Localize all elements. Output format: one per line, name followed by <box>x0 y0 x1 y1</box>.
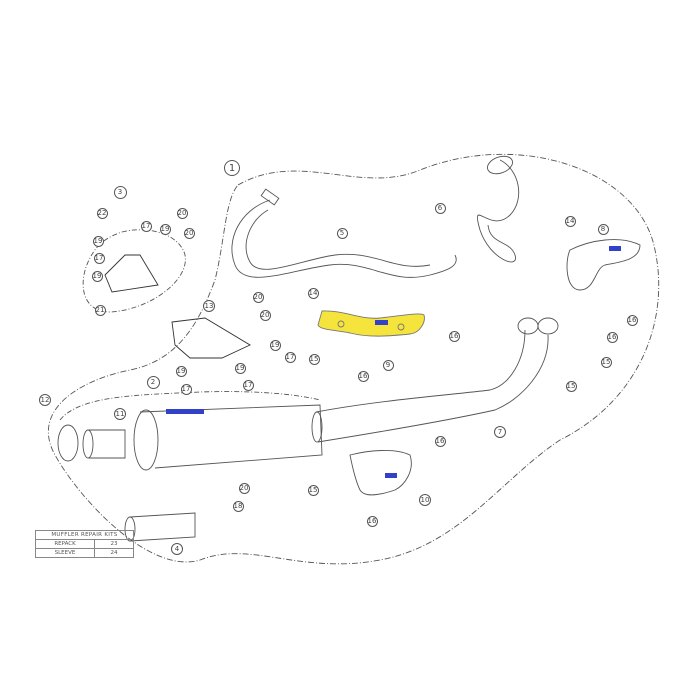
bracket-13 <box>171 317 251 359</box>
kit-code: 23 <box>94 539 134 549</box>
muffler-repair-kits-table: MUFFLER REPAIR KITS REPACK 23 SLEEVE 24 <box>35 530 134 558</box>
part-callout-14: 14 <box>307 287 319 299</box>
table-row: SLEEVE 24 <box>35 548 134 558</box>
muffler-2 <box>139 404 323 469</box>
part-callout-16: 16 <box>606 331 618 343</box>
part-callout-8: 8 <box>597 223 609 235</box>
kit-code: 24 <box>94 548 134 558</box>
table-row: REPACK 23 <box>35 539 134 549</box>
part-callout-11: 11 <box>114 408 126 420</box>
kit-name: REPACK <box>35 539 95 549</box>
part-callout-19: 19 <box>159 223 171 235</box>
part-callout-17: 17 <box>242 379 254 391</box>
part-callout-15: 15 <box>600 356 612 368</box>
part-callout-7: 7 <box>494 426 506 438</box>
part-callout-16: 16 <box>366 515 378 527</box>
part-callout-17: 17 <box>93 252 105 264</box>
heat-shield-9-highlighted <box>317 310 425 337</box>
part-callout-19: 19 <box>234 362 246 374</box>
part-callout-18: 18 <box>232 500 244 512</box>
part-callout-20: 20 <box>238 482 250 494</box>
part-callout-5: 5 <box>336 227 348 239</box>
part-callout-15: 15 <box>308 353 320 365</box>
part-callout-17: 17 <box>180 383 192 395</box>
assembly-boundary-3 <box>82 229 186 313</box>
assembly-boundary-2 <box>59 391 321 421</box>
part-callout-16: 16 <box>448 330 460 342</box>
part-callout-12: 12 <box>39 394 51 406</box>
part-callout-20: 20 <box>183 227 195 239</box>
part-callout-13: 13 <box>203 300 215 312</box>
part-callout-22: 22 <box>96 207 108 219</box>
assembly-boundary-1 <box>48 153 660 565</box>
heat-shield-10 <box>349 450 412 496</box>
part-callout-19: 19 <box>92 235 104 247</box>
part-callout-9: 9 <box>382 359 394 371</box>
part-callout-14: 14 <box>564 215 576 227</box>
part-callout-17: 17 <box>284 351 296 363</box>
part-callout-21: 21 <box>94 304 106 316</box>
part-callout-6: 6 <box>434 202 446 214</box>
part-callout-1: 1 <box>224 160 240 176</box>
part-callout-20: 20 <box>176 207 188 219</box>
part-callout-3: 3 <box>113 185 127 199</box>
heat-shield-8 <box>566 239 641 291</box>
sleeve-4 <box>129 512 196 542</box>
part-callout-2: 2 <box>146 375 160 389</box>
part-callout-4: 4 <box>171 543 183 555</box>
part-callout-15: 15 <box>307 484 319 496</box>
part-callout-10: 10 <box>419 494 431 506</box>
part-callout-19: 19 <box>175 365 187 377</box>
repair-kits-title: MUFFLER REPAIR KITS <box>35 530 134 540</box>
part-callout-17: 17 <box>140 220 152 232</box>
part-callout-15: 15 <box>565 380 577 392</box>
part-callout-16: 16 <box>357 370 369 382</box>
part-callout-16: 16 <box>626 314 638 326</box>
part-callout-20: 20 <box>259 309 271 321</box>
part-callout-19: 19 <box>269 339 281 351</box>
part-callout-19: 19 <box>91 270 103 282</box>
akrapovic-logo <box>166 409 204 414</box>
part-callout-16: 16 <box>434 435 446 447</box>
header-pipe-6 <box>476 159 520 263</box>
kit-name: SLEEVE <box>35 548 95 558</box>
header-pipe-5 <box>231 199 457 278</box>
bracket-3 <box>104 254 159 293</box>
collector-pipe-7 <box>315 329 549 443</box>
part-callout-20: 20 <box>252 291 264 303</box>
